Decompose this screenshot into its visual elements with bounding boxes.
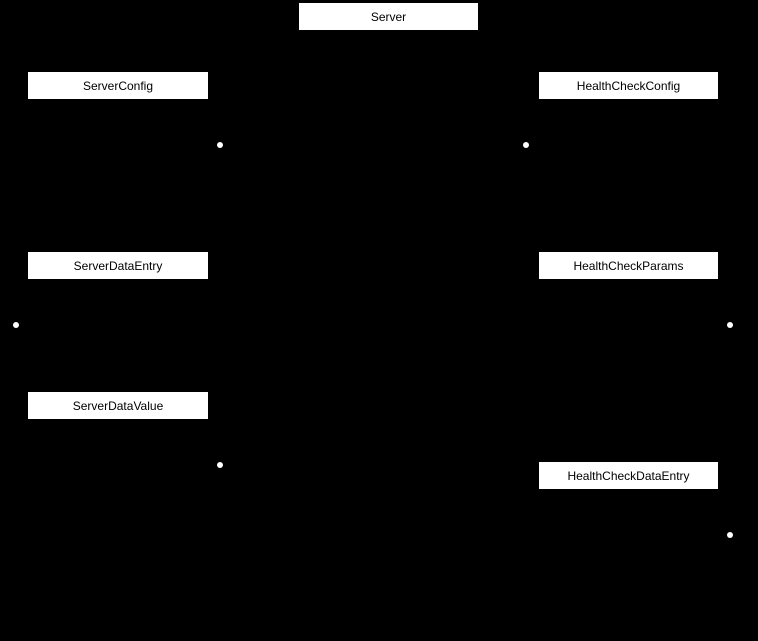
node-health-check-params: HealthCheckParams xyxy=(539,252,718,279)
node-health-check-data-entry-label: HealthCheckDataEntry xyxy=(567,468,690,483)
node-server: Server xyxy=(299,3,478,30)
node-server-data-entry: ServerDataEntry xyxy=(28,252,208,279)
node-server-data-entry-label: ServerDataEntry xyxy=(73,258,163,273)
node-health-check-config: HealthCheckConfig xyxy=(539,72,718,99)
edge-endpoint-dot xyxy=(523,142,529,148)
node-server-config-label: ServerConfig xyxy=(82,78,154,93)
node-server-data-value-label: ServerDataValue xyxy=(72,398,164,413)
node-health-check-config-label: HealthCheckConfig xyxy=(576,78,681,93)
edge-endpoint-dot xyxy=(727,532,733,538)
node-server-label: Server xyxy=(370,9,407,24)
node-health-check-data-entry: HealthCheckDataEntry xyxy=(539,462,718,489)
node-health-check-params-label: HealthCheckParams xyxy=(573,258,684,273)
edge-endpoint-dot xyxy=(217,142,223,148)
edge-endpoint-dot xyxy=(13,322,19,328)
node-server-config: ServerConfig xyxy=(28,72,208,99)
node-server-data-value: ServerDataValue xyxy=(28,392,208,419)
edge-endpoint-dot xyxy=(217,462,223,468)
edge-endpoint-dot xyxy=(727,322,733,328)
